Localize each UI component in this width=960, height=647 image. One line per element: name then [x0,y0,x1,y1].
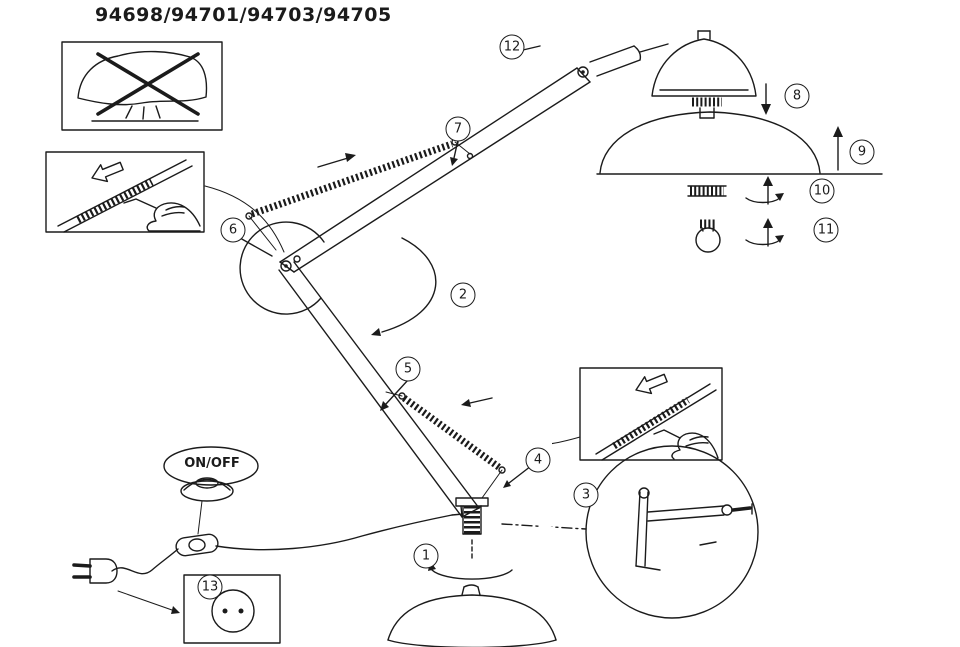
callout-5: 5 [395,356,421,382]
power-cord [111,513,464,575]
callout-10: 10 [809,178,835,204]
spring-release-hand-detail-left [45,151,285,253]
no-cover-warning-box [61,41,223,131]
arrow-icon [345,153,356,162]
pointer-triangle-icon [534,437,552,452]
callout-6: 6 [220,217,246,243]
power-plug [72,558,180,614]
cross-out-icon [96,52,200,116]
hollow-arrow-icon [635,373,668,395]
arrow-icon [461,399,471,407]
callout-1: 1 [413,543,439,569]
spring-release-hand-detail-right [534,367,723,461]
callout-11: 11 [813,217,839,243]
wall-socket-box [183,574,281,644]
insert-arrow-up [833,126,843,171]
base-column [428,497,513,580]
inline-switch [175,533,219,557]
bell-shade [651,30,757,119]
upper-arm [245,67,591,273]
hand-icon [123,198,201,232]
callout-12: 12 [499,34,525,60]
hollow-arrow-icon [91,161,124,183]
lower-arm [278,261,506,518]
ring-nut [687,176,784,205]
rotate-arm-arrow [371,237,437,336]
lamp-head [541,38,669,78]
model-numbers-title: 94698/94701/94703/94705 [95,4,392,26]
base-plate [387,584,557,647]
callout-4: 4 [525,447,551,473]
lower-spring [401,395,503,471]
spring-clip-icon [541,38,558,53]
on-off-switch-detail [163,446,259,535]
pointer-triangle-icon [540,521,557,537]
callout-leader-lines [239,45,541,488]
callout-13: 13 [197,574,223,600]
dome-shade [596,111,883,175]
callout-2: 2 [450,282,476,308]
callout-3: 3 [573,482,599,508]
callout-8: 8 [784,83,810,109]
callout-7: 7 [445,116,471,142]
light-bulb [695,218,784,253]
insert-arrow-down [761,83,771,115]
callout-9: 9 [849,139,875,165]
clamp-bracket-detail [501,445,759,619]
elbow-joint [239,221,325,315]
on-off-label: ON/OFF [184,456,240,471]
upper-spring [250,140,454,218]
hand-icon [653,429,719,460]
